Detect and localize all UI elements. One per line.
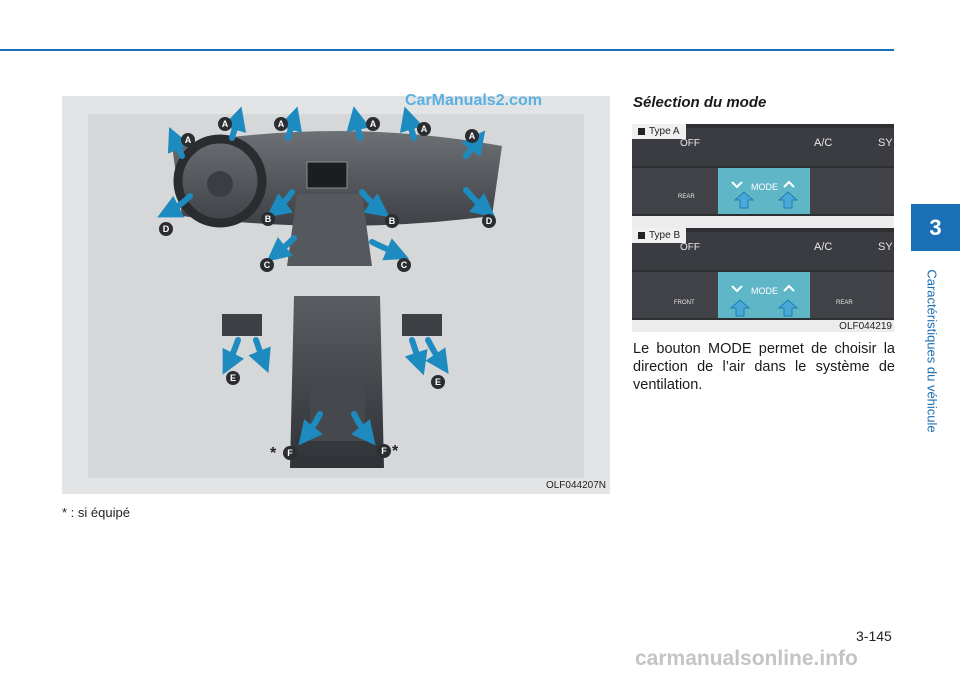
- rear-duct-left: [222, 314, 262, 336]
- svg-text:E: E: [230, 373, 236, 383]
- section-title: Sélection du mode: [633, 94, 767, 111]
- label-c-1: C: [260, 258, 274, 272]
- svg-text:A: A: [469, 131, 476, 141]
- press-arrow-right-b: [777, 299, 799, 317]
- label-e-1: E: [226, 371, 240, 385]
- label-a-6: A: [465, 129, 479, 143]
- footer-watermark: carmanualsonline.info: [635, 647, 858, 670]
- control-panel-type-b: OFF A/C SY MODE FRONT REAR: [632, 228, 894, 320]
- svg-text:B: B: [265, 214, 272, 224]
- center-stack: [287, 194, 372, 266]
- label-a-4: A: [417, 122, 431, 136]
- watermark: CarManuals2.com: [405, 92, 542, 109]
- chapter-title-vertical: Caractéristiques du véhicule: [924, 269, 940, 433]
- press-arrow-right-a: [777, 191, 799, 209]
- svg-text:A/C: A/C: [814, 137, 832, 149]
- svg-text:A: A: [370, 119, 377, 129]
- page-number: 3-145: [856, 628, 892, 644]
- svg-text:E: E: [435, 377, 441, 387]
- label-c-2: C: [397, 258, 411, 272]
- figure-code-right: OLF044219: [839, 321, 892, 332]
- chapter-number-tab: 3: [911, 204, 960, 251]
- arrow-a-3: [346, 106, 371, 141]
- svg-text:F: F: [381, 446, 387, 456]
- arrow-d-2: [463, 187, 496, 218]
- label-a-5: A: [181, 133, 195, 147]
- steering-wheel: [173, 134, 267, 228]
- mode-description: Le bouton MODE permet de choisir la dire…: [633, 341, 895, 393]
- arrow-a-6: [461, 130, 486, 159]
- arrow-c-1: [266, 235, 297, 262]
- svg-text:C: C: [264, 260, 271, 270]
- control-panel-type-a: OFF A/C SY MODE REAR: [632, 124, 894, 216]
- arrow-a-1: [223, 106, 247, 141]
- header-rule: [0, 49, 894, 51]
- svg-text:D: D: [486, 216, 493, 226]
- svg-text:REAR: REAR: [836, 300, 853, 306]
- press-arrow-left-b: [729, 299, 751, 317]
- svg-text:A: A: [185, 135, 192, 145]
- mode-panel-figure: OFF A/C SY MODE REAR Type A OFF A/C SY M…: [632, 124, 894, 332]
- svg-text:F: F: [287, 448, 293, 458]
- rear-duct-right: [402, 314, 442, 336]
- svg-text:MODE: MODE: [751, 286, 778, 296]
- arrow-e-4: [425, 337, 449, 374]
- type-b-tag: Type B: [632, 228, 687, 243]
- svg-text:D: D: [163, 224, 170, 234]
- svg-text:A: A: [421, 124, 428, 134]
- label-a-1: A: [218, 117, 232, 131]
- ventilation-illustration: A A A A A A B B C C D D E E F F * *: [88, 106, 584, 478]
- svg-text:B: B: [389, 216, 396, 226]
- svg-text:FRONT: FRONT: [674, 300, 695, 306]
- label-d-2: D: [482, 214, 496, 228]
- svg-text:MODE: MODE: [751, 182, 778, 192]
- arrow-e-1: [222, 337, 245, 375]
- svg-text:A: A: [278, 119, 285, 129]
- arrow-c-2: [369, 238, 410, 261]
- arrow-a-4: [399, 106, 423, 141]
- label-b-1: B: [261, 212, 275, 226]
- type-a-tag: Type A: [632, 124, 686, 139]
- label-a-3: A: [366, 117, 380, 131]
- arrow-f-2: [351, 411, 376, 446]
- arrow-e-2: [248, 337, 271, 374]
- arrow-d-1: [157, 193, 193, 218]
- svg-text:A: A: [222, 119, 229, 129]
- svg-text:SY: SY: [878, 137, 893, 149]
- svg-text:SY: SY: [878, 241, 893, 253]
- svg-text:OFF: OFF: [680, 138, 700, 149]
- arrow-b-1: [266, 189, 295, 218]
- label-d-1: D: [159, 222, 173, 236]
- asterisk-right: *: [392, 443, 399, 460]
- center-screen: [306, 161, 348, 189]
- svg-text:C: C: [401, 260, 408, 270]
- footnote: * : si équipé: [62, 505, 130, 520]
- arrow-b-2: [359, 189, 390, 218]
- center-console: [290, 296, 384, 468]
- label-a-2: A: [274, 117, 288, 131]
- svg-text:REAR: REAR: [678, 194, 695, 200]
- arrow-a-5: [167, 127, 190, 159]
- asterisk-left: *: [270, 445, 277, 462]
- arrow-a-2: [279, 106, 303, 141]
- label-b-2: B: [385, 214, 399, 228]
- arrow-e-3: [404, 337, 428, 376]
- ventilation-diagram: A A A A A A B B C C D D E E F F * * OLF0…: [62, 96, 610, 494]
- label-f-1: F: [283, 446, 297, 460]
- label-e-2: E: [431, 375, 445, 389]
- svg-text:A/C: A/C: [814, 241, 832, 253]
- arrow-f-1: [298, 411, 323, 446]
- press-arrow-left-a: [733, 191, 755, 209]
- figure-code-left: OLF044207N: [545, 480, 606, 491]
- svg-text:OFF: OFF: [680, 242, 700, 253]
- label-f-2: F: [377, 444, 391, 458]
